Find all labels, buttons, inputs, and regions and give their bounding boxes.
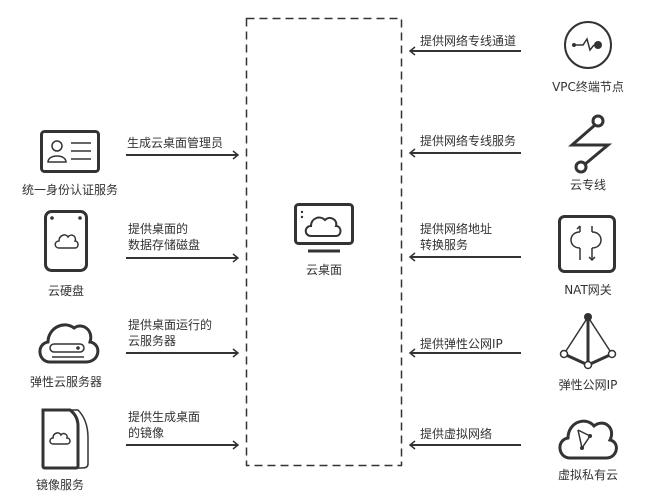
vpc-endpoint-icon (564, 21, 612, 69)
ecs-label: 弹性云服务器 (29, 375, 102, 389)
edge-label-direct-connect: 提供网络专线服务 (420, 134, 517, 148)
edge-label-vpc-endpoint: 提供网络专线通道 (420, 34, 517, 48)
nat-gateway-icon (558, 215, 616, 273)
vpc-icon (558, 419, 618, 460)
edge-label-iam: 生成云桌面管理员 (127, 136, 224, 150)
eip-label: 弹性公网IP (558, 378, 618, 392)
center-label: 云桌面 (305, 263, 342, 277)
eip-icon (559, 313, 617, 370)
cloud-disk-icon (44, 210, 88, 272)
id-card-icon (40, 130, 100, 173)
ims-label: 镜像服务 (35, 478, 84, 492)
vpc-label: 虚拟私有云 (557, 468, 618, 482)
image-service-icon (41, 408, 89, 470)
cloud-server-icon (38, 323, 100, 364)
direct-connect-label: 云专线 (569, 178, 606, 192)
vpc-endpoint-label: VPC终端节点 (552, 80, 624, 94)
arrow-vpc-to-desktop (408, 440, 521, 450)
arrow-ecs-to-desktop (126, 348, 240, 358)
arrow-direct-connect-to-desktop (408, 148, 521, 158)
arrow-vpc-endpoint-to-desktop (408, 46, 521, 56)
edge-label-vpc: 提供虚拟网络 (420, 427, 493, 441)
edge-label-nat-2: 转换服务 (420, 238, 469, 252)
iam-label: 统一身份认证服务 (21, 183, 118, 197)
arrow-eip-to-desktop (408, 348, 521, 358)
arrow-iam-to-desktop (126, 150, 240, 160)
edge-label-ecs-2: 云服务器 (128, 334, 177, 348)
direct-connect-icon (567, 114, 613, 174)
edge-label-eip: 提供弹性公网IP (420, 337, 503, 351)
evs-label: 云硬盘 (47, 284, 84, 298)
arrow-ims-to-desktop (126, 440, 240, 450)
edge-label-evs-1: 提供桌面的 (128, 222, 189, 236)
cloud-desktop-icon (294, 203, 354, 253)
nat-gateway-label: NAT网关 (564, 283, 612, 297)
edge-label-nat-1: 提供网络地址 (420, 222, 493, 236)
edge-label-ims-2: 的镜像 (128, 426, 165, 440)
arrow-evs-to-desktop (126, 253, 240, 263)
edge-label-ims-1: 提供生成桌面 (128, 410, 201, 424)
edge-label-evs-2: 数据存储磁盘 (128, 238, 201, 252)
arrow-nat-to-desktop (408, 252, 521, 262)
edge-label-ecs-1: 提供桌面运行的 (128, 318, 213, 332)
